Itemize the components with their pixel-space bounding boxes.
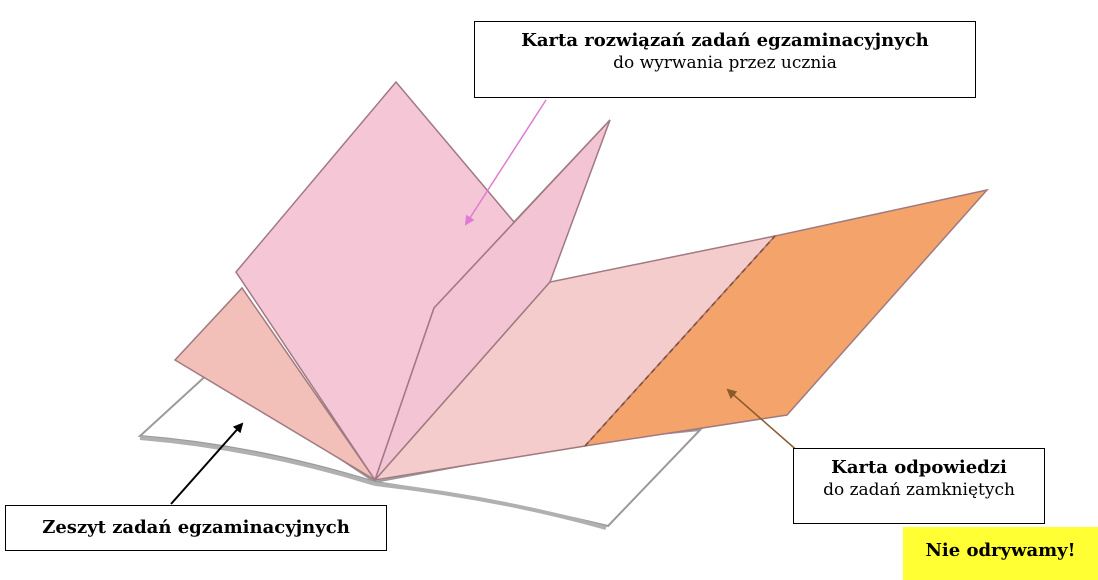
label-exam-booklet: Zeszyt zadań egzaminacyjnych bbox=[5, 505, 387, 551]
label-answer-sheet-title: Karta odpowiedzi bbox=[831, 457, 1007, 478]
arrow-to-booklet bbox=[170, 422, 244, 505]
label-solution-sheet-title: Karta rozwiązań zadań egzaminacyjnych bbox=[521, 30, 929, 51]
label-solution-sheet-subtitle: do wyrwania przez ucznia bbox=[613, 52, 837, 73]
warning-text: Nie odrywamy! bbox=[925, 540, 1076, 561]
perforation-line bbox=[584, 235, 776, 447]
label-answer-sheet: Karta odpowiedzi do zadań zamkniętych bbox=[793, 448, 1045, 524]
warning-badge: Nie odrywamy! bbox=[903, 527, 1098, 580]
label-exam-booklet-title: Zeszyt zadań egzaminacyjnych bbox=[42, 517, 350, 538]
back-page-left bbox=[173, 286, 376, 481]
arrow-to-solution-sheet bbox=[464, 99, 547, 226]
booklet-base-curve-left bbox=[139, 436, 376, 486]
label-solution-sheet: Karta rozwiązań zadań egzaminacyjnych do… bbox=[474, 21, 976, 98]
exam-booklet-base bbox=[137, 370, 703, 530]
label-answer-sheet-subtitle: do zadań zamkniętych bbox=[823, 479, 1015, 500]
booklet-base-curve-right bbox=[374, 482, 607, 530]
answer-sheet-orange-part bbox=[583, 188, 990, 448]
